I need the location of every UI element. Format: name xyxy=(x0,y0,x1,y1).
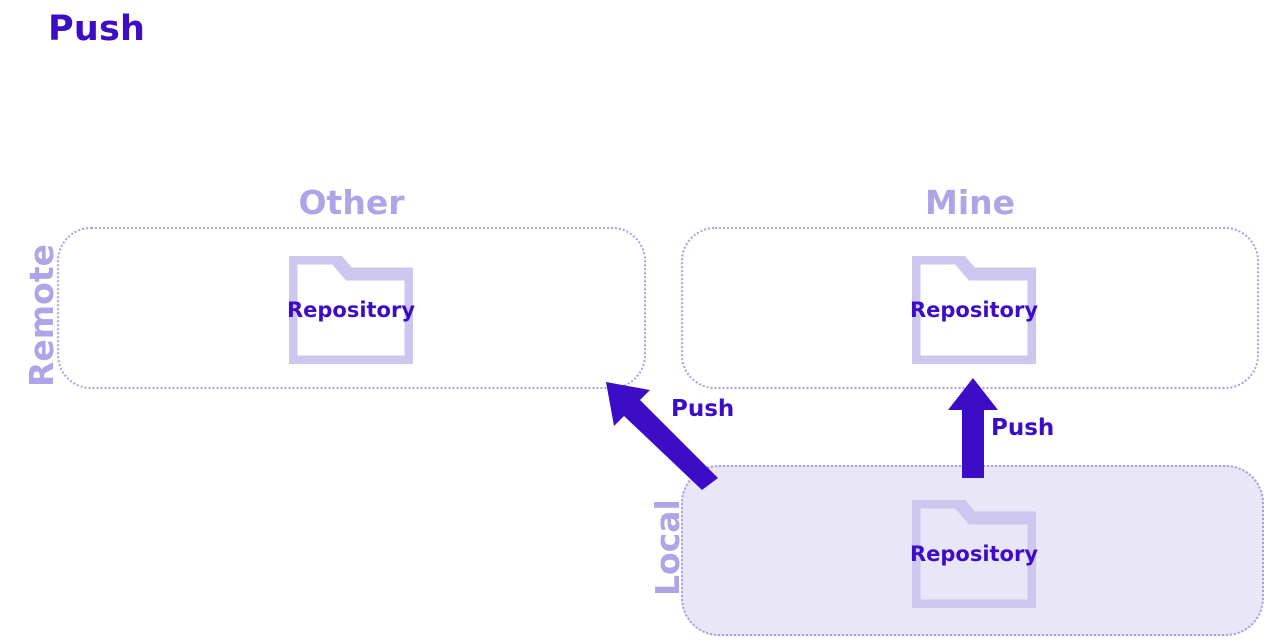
repository-node-local: Repository xyxy=(910,500,1038,608)
zone-heading-mine: Mine xyxy=(924,183,1016,222)
arrow-push-to-other xyxy=(606,382,718,490)
folder-icon xyxy=(912,500,1036,608)
repository-node-remote-mine: Repository xyxy=(910,256,1038,364)
folder-icon xyxy=(912,256,1036,364)
page-title: Push xyxy=(48,9,146,49)
zone-heading-other: Other xyxy=(298,183,405,222)
side-label-local: Local xyxy=(648,499,687,596)
arrow-label-push-to-mine: Push xyxy=(991,415,1055,441)
side-label-remote: Remote xyxy=(22,243,61,387)
arrow-push-to-mine xyxy=(948,378,998,478)
repository-node-remote-other: Repository xyxy=(287,256,415,364)
repository-label: Repository xyxy=(909,542,1039,566)
repository-label: Repository xyxy=(909,298,1039,322)
arrow-label-push-to-other: Push xyxy=(671,396,735,422)
folder-icon xyxy=(289,256,413,364)
repository-label: Repository xyxy=(286,298,416,322)
local-zone-box xyxy=(681,465,1264,636)
